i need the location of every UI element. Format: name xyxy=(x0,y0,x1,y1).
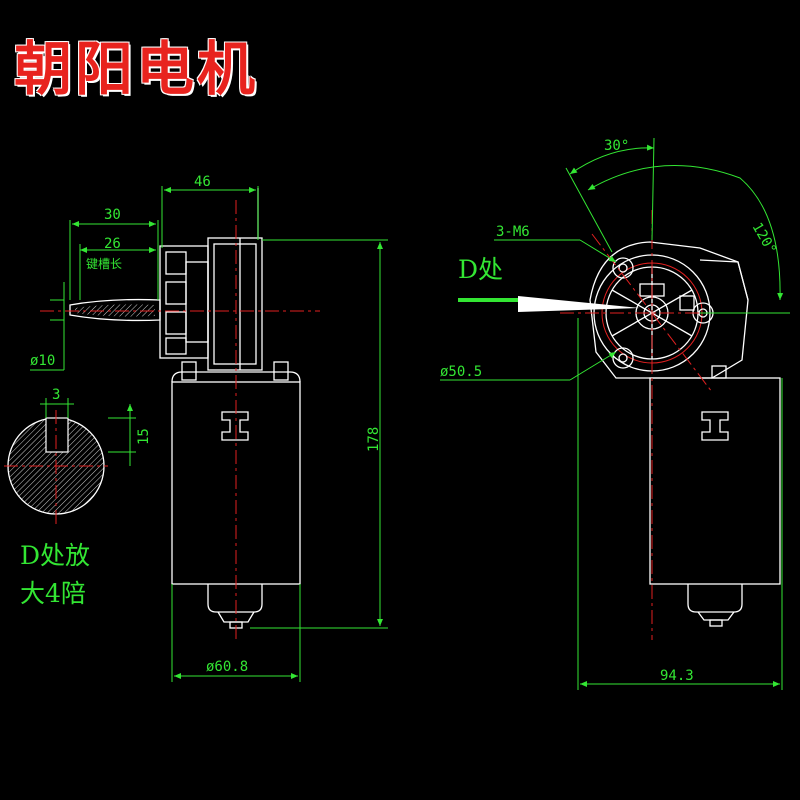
dim-d60-8: ø60.8 xyxy=(171,584,301,682)
dim-3-label: 3 xyxy=(52,387,60,403)
dim-d50-5: ø50.5 xyxy=(440,351,617,381)
dim-178-label: 178 xyxy=(366,427,382,452)
dim-d10-label: ø10 xyxy=(30,353,55,369)
dim-26-label: 26 xyxy=(104,236,121,252)
dim-30: 30 xyxy=(69,207,159,300)
detail-d-callout: D处 xyxy=(458,255,640,312)
dim-94-3-label: 94.3 xyxy=(660,668,694,684)
dim-d60-8-label: ø60.8 xyxy=(206,659,248,675)
output-shaft xyxy=(69,298,161,322)
dim-angle-30: 30° xyxy=(565,137,655,253)
dim-15-label: 15 xyxy=(136,428,152,445)
dim-d10: ø10 xyxy=(30,282,65,371)
dim-mount-holes-label: 3-M6 xyxy=(496,224,530,240)
note-detail-zoom-2: 大4陪 xyxy=(20,579,86,608)
dim-angle-120: 120° xyxy=(587,165,790,314)
dim-26: 26 键槽长 xyxy=(79,236,156,300)
dim-178: 178 xyxy=(250,239,388,629)
dim-30-label: 30 xyxy=(104,207,121,223)
front-motor-body xyxy=(649,377,781,585)
front-terminal xyxy=(701,411,729,441)
output-flange xyxy=(159,245,209,359)
dim-46: 46 xyxy=(161,174,259,248)
dim-mount-holes: 3-M6 xyxy=(494,224,617,263)
terminal xyxy=(221,411,249,441)
dim-46-label: 46 xyxy=(194,174,211,190)
gearbox xyxy=(207,237,263,371)
keyway-label: 键槽长 xyxy=(86,257,122,271)
front-view xyxy=(560,210,790,640)
shaft-section: 3 15 xyxy=(4,387,152,524)
brand-title: 朝阳电机 xyxy=(14,35,259,103)
dim-94-3: 94.3 xyxy=(577,318,783,690)
end-cap xyxy=(207,584,263,613)
side-view xyxy=(40,188,320,640)
dim-d50-5-label: ø50.5 xyxy=(440,364,482,380)
note-detail-zoom-1: D处放 xyxy=(20,541,90,570)
detail-d-label: D处 xyxy=(458,255,503,284)
dim-angle-30-label: 30° xyxy=(604,138,629,154)
